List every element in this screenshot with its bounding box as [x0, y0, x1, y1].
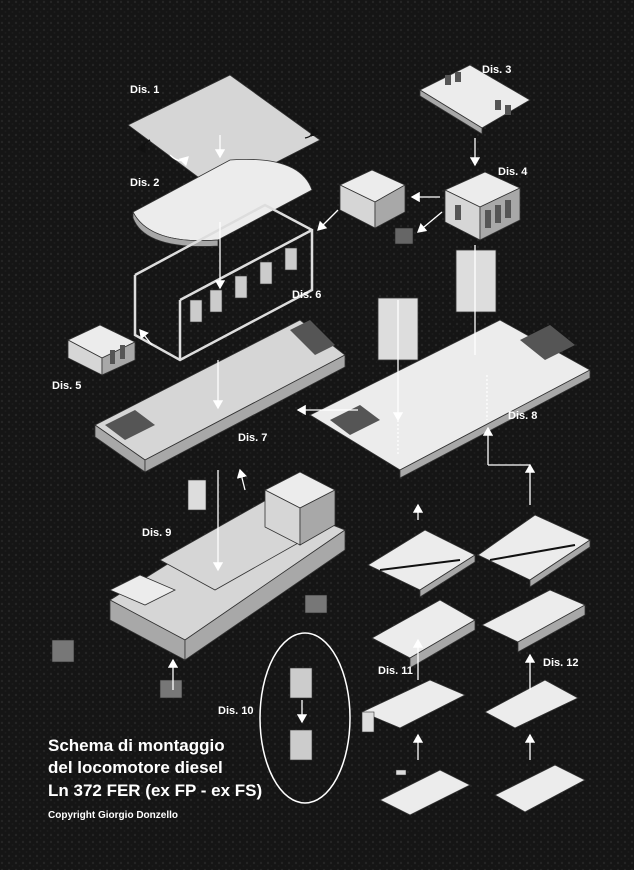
grille-right — [304, 594, 328, 614]
dis11-plate — [361, 679, 466, 733]
bogie-upper-left — [367, 529, 476, 598]
front-plate — [455, 249, 497, 313]
assembly-arrows — [139, 135, 536, 760]
label-dis8: Dis. 8 — [508, 410, 537, 422]
label-dis9: Dis. 9 — [142, 527, 171, 539]
part-dis2-curved-roof — [132, 159, 313, 247]
label-dis4: Dis. 4 — [498, 166, 528, 178]
part-dis5-small-box — [67, 324, 136, 376]
grille-bottom — [159, 679, 183, 699]
label-dis2: Dis. 2 — [130, 177, 159, 189]
part-dis3-cab-roof — [419, 64, 531, 135]
part-dis7-hood — [94, 319, 346, 473]
part-cab-shell — [339, 169, 414, 245]
dis10-callout — [259, 632, 351, 804]
copyright-text: Copyright Giorgio Donzello — [48, 810, 178, 821]
title-block: Schema di montaggio del locomotore diese… — [48, 736, 262, 821]
bogie-frame-right — [481, 589, 586, 653]
cab-grille — [394, 227, 414, 245]
door-panel — [187, 479, 207, 511]
part-dis4-cab-box — [444, 171, 521, 241]
part-dis6-side-frame — [133, 203, 314, 362]
lower-bogie-right — [494, 764, 586, 813]
part-dis8-chassis-plate — [309, 249, 591, 479]
label-dis12: Dis. 12 — [543, 657, 578, 669]
lower-bogie-left — [379, 769, 471, 816]
label-dis6: Dis. 6 — [292, 289, 321, 301]
part-dis9-locomotive — [51, 471, 346, 699]
title-line-2: del locomotore diesel — [48, 758, 223, 777]
grille-left — [51, 639, 75, 663]
title-line-3: Ln 372 FER (ex FP - ex FS) — [48, 781, 262, 800]
label-dis7: Dis. 7 — [238, 432, 267, 444]
label-dis1: Dis. 1 — [130, 84, 159, 96]
label-dis5: Dis. 5 — [52, 380, 81, 392]
bogie-frame-left — [371, 599, 476, 669]
label-dis11: Dis. 11 — [378, 665, 413, 677]
title-line-1: Schema di montaggio — [48, 736, 225, 755]
part-labels: Dis. 1 Dis. 2 Dis. 3 Dis. 4 Dis. 5 Dis. … — [52, 64, 578, 717]
label-dis3: Dis. 3 — [482, 64, 511, 76]
label-dis10: Dis. 10 — [218, 705, 253, 717]
dis12-plate — [484, 679, 579, 729]
bogie-upper-right — [477, 514, 591, 588]
